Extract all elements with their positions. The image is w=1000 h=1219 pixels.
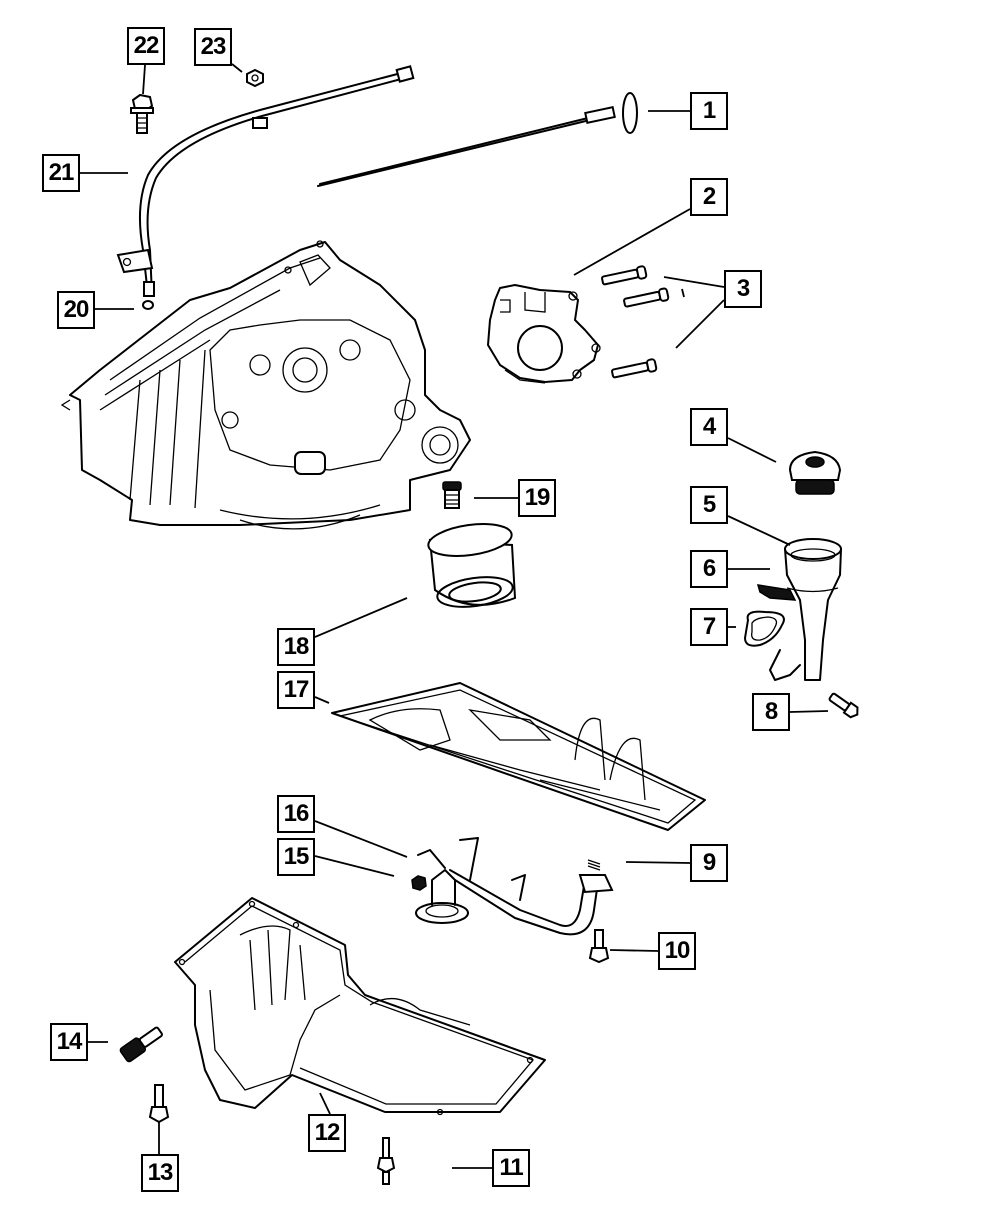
oil-pan-drain-plug-part[interactable] [119, 1024, 164, 1063]
leader-line-9 [625, 861, 691, 864]
oil-filter-part[interactable] [426, 519, 517, 611]
oil-dipstick-tube-part[interactable] [116, 65, 415, 297]
callout-5-oil-filler-tube[interactable]: 5 [690, 486, 728, 524]
oil-pump-part[interactable] [487, 284, 601, 384]
oil-pan-part[interactable] [174, 897, 546, 1116]
oil-dipstick-part[interactable] [317, 92, 638, 187]
leader-line-4 [727, 437, 777, 463]
oil-pickup-tube-nut-part[interactable] [411, 875, 427, 891]
leader-line-12 [319, 1092, 331, 1115]
oil-filler-cap-part[interactable] [788, 450, 842, 495]
leader-line-18 [314, 597, 408, 638]
callout-14-oil-pan-drain-plug[interactable]: 14 [50, 1023, 88, 1061]
callout-19-oil-filter-adapter-fitting[interactable]: 19 [518, 479, 556, 517]
callout-11-oil-pan-stud[interactable]: 11 [492, 1149, 530, 1187]
dipstick-tube-nut-part[interactable] [246, 68, 264, 88]
callout-23-dipstick-tube-nut[interactable]: 23 [194, 28, 232, 66]
callout-15-oil-pickup-tube-nut[interactable]: 15 [277, 838, 315, 876]
leader-line-16 [314, 820, 408, 858]
oil-filler-tube-bracket-part[interactable] [756, 584, 797, 601]
callout-21-oil-dipstick-tube[interactable]: 21 [42, 154, 80, 192]
oil-pickup-tube-part[interactable] [415, 837, 614, 936]
oil-pickup-tube-bolt-part[interactable] [588, 929, 610, 964]
callout-7-oil-filler-tube-gasket[interactable]: 7 [690, 608, 728, 646]
oil-pickup-o-ring-part[interactable] [587, 859, 601, 871]
callout-2-oil-pump[interactable]: 2 [690, 178, 728, 216]
callout-10-oil-pickup-tube-bolt[interactable]: 10 [658, 932, 696, 970]
callout-12-oil-pan[interactable]: 12 [308, 1114, 346, 1152]
oil-pan-stud-part[interactable] [376, 1137, 396, 1185]
oil-filler-tube-part[interactable] [769, 538, 842, 681]
oil-filter-adapter-fitting-part[interactable] [442, 481, 462, 509]
callout-1-oil-dipstick[interactable]: 1 [690, 92, 728, 130]
leader-line-15 [314, 855, 395, 877]
callout-22-dipstick-tube-bolt[interactable]: 22 [127, 27, 165, 65]
dipstick-tube-bolt-part[interactable] [130, 93, 154, 134]
leader-line-22 [142, 64, 146, 95]
leader-line-23 [231, 63, 243, 73]
oil-filler-tube-gasket-part[interactable] [744, 610, 785, 647]
oil-pump-bolts-part[interactable] [601, 265, 670, 380]
callout-16-oil-pickup-tube[interactable]: 16 [277, 795, 315, 833]
callout-8-filler-tube-bolt[interactable]: 8 [752, 693, 790, 731]
leader-line-10 [609, 949, 659, 952]
leader-line-3 [663, 276, 725, 288]
oil-pan-windage-tray-part[interactable] [331, 682, 706, 831]
callout-3-oil-pump-bolts[interactable]: 3 [724, 270, 762, 308]
leader-line-17 [314, 696, 330, 704]
filler-tube-bolt-part[interactable] [828, 691, 861, 719]
callout-20-dipstick-tube-o-ring[interactable]: 20 [57, 291, 95, 329]
callout-18-oil-filter[interactable]: 18 [277, 628, 315, 666]
callout-6-oil-filler-tube-bracket[interactable]: 6 [690, 550, 728, 588]
oil-pan-bolt-part[interactable] [148, 1084, 170, 1124]
callout-13-oil-pan-bolt[interactable]: 13 [141, 1154, 179, 1192]
callout-4-oil-filler-cap[interactable]: 4 [690, 408, 728, 446]
callout-17-oil-pan-windage-tray[interactable]: 17 [277, 671, 315, 709]
leader-line-2 [573, 208, 691, 276]
leader-lines [80, 63, 829, 1169]
callout-9-oil-pickup-o-ring[interactable]: 9 [690, 844, 728, 882]
dipstick-tube-o-ring-part[interactable] [142, 300, 154, 310]
engine-block [60, 240, 471, 530]
leader-line-8 [789, 710, 829, 713]
leader-line-5 [727, 515, 791, 546]
